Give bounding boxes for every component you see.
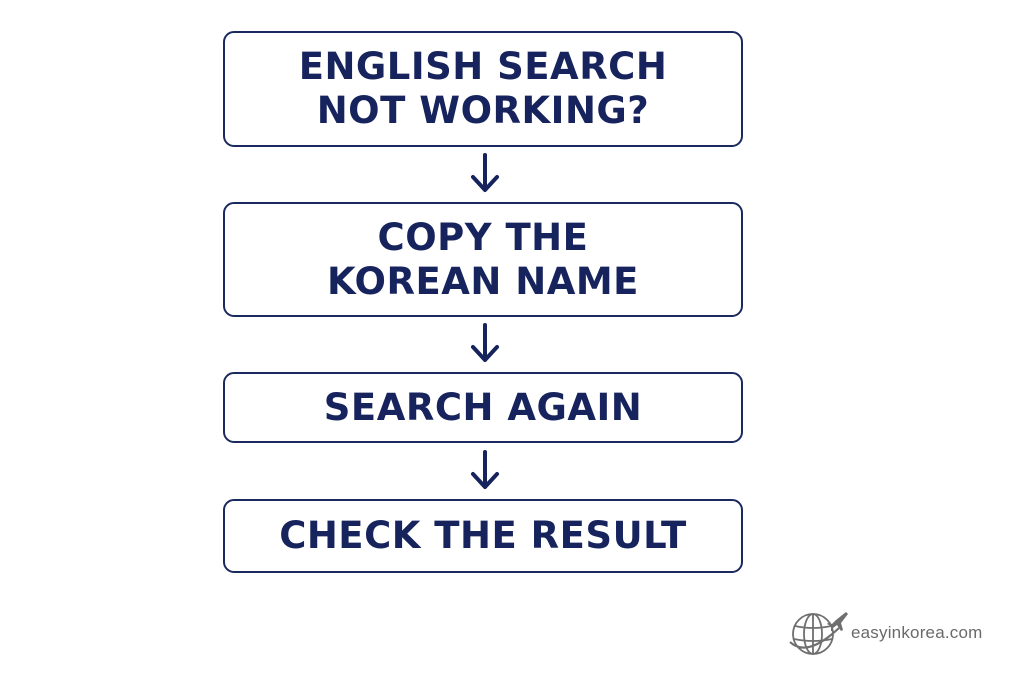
globe-with-airplane-icon bbox=[789, 612, 848, 655]
step-label: COPY THE KOREAN NAME bbox=[327, 215, 639, 303]
watermark: easyinkorea.com bbox=[787, 606, 983, 660]
watermark-text: easyinkorea.com bbox=[851, 623, 983, 642]
down-arrow-icon bbox=[471, 450, 499, 489]
flow-step-english-search-not-working: ENGLISH SEARCH NOT WORKING? bbox=[223, 31, 743, 147]
flow-step-search-again: SEARCH AGAIN bbox=[223, 372, 743, 443]
flow-step-check-the-result: CHECK THE RESULT bbox=[223, 499, 743, 573]
down-arrow-icon bbox=[471, 323, 499, 362]
step-label: CHECK THE RESULT bbox=[279, 514, 687, 557]
step-label: ENGLISH SEARCH NOT WORKING? bbox=[298, 45, 668, 132]
flow-step-copy-korean-name: COPY THE KOREAN NAME bbox=[223, 202, 743, 317]
step-label: SEARCH AGAIN bbox=[323, 385, 643, 429]
down-arrow-icon bbox=[471, 153, 499, 192]
